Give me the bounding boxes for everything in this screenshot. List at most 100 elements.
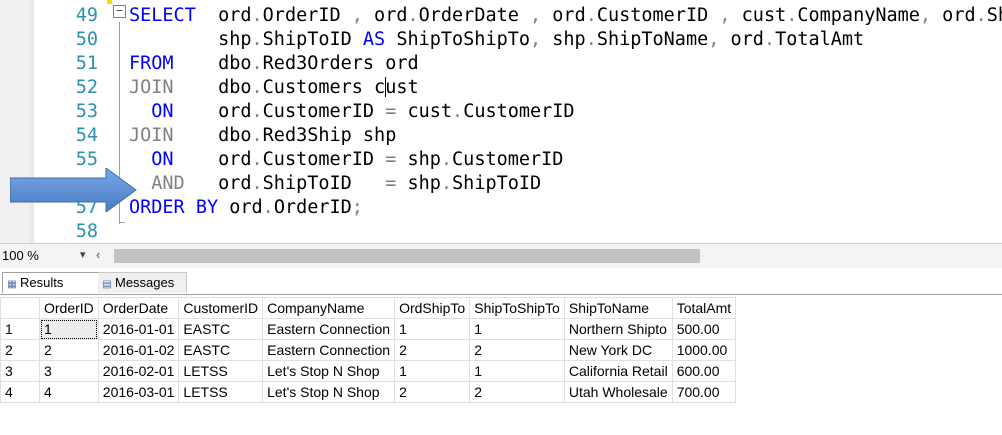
outline-end (119, 222, 125, 223)
table-cell[interactable]: 2 (394, 339, 471, 361)
column-header[interactable]: CustomerID (178, 297, 264, 319)
collapse-icon[interactable]: − (113, 5, 126, 18)
row-number[interactable]: 1 (0, 318, 40, 340)
code-line[interactable]: 55 ON ord.CustomerID = shp.CustomerID (0, 148, 1002, 172)
line-number: 50 (75, 29, 98, 50)
column-header[interactable]: CompanyName (262, 297, 396, 319)
table-cell[interactable]: California Retail (563, 360, 673, 382)
code-text[interactable]: SELECT ord.OrderID , ord.OrderDate , ord… (129, 4, 1002, 28)
table-cell[interactable]: 600.00 (671, 360, 737, 382)
sql-keyword: FROM (129, 53, 174, 74)
change-marker (107, 0, 112, 4)
code-text[interactable]: JOIN dbo.Red3Ship shp (129, 124, 396, 148)
code-text[interactable]: shp.ShipToID AS ShipToShipTo, shp.ShipTo… (129, 28, 864, 52)
sql-token: cust (396, 101, 453, 122)
sql-token: . (440, 173, 453, 194)
table-cell[interactable]: LETSS (178, 381, 264, 403)
table-cell[interactable]: 700.00 (671, 381, 737, 403)
code-line[interactable]: 53 ON ord.CustomerID = cust.CustomerID (0, 100, 1002, 124)
sql-token: TotalAmt (775, 29, 865, 50)
table-cell[interactable]: Eastern Connection (262, 318, 396, 340)
column-header[interactable]: OrderID (39, 297, 99, 319)
table-cell[interactable]: Let's Stop N Shop (262, 381, 396, 403)
table-cell[interactable]: 1 (394, 360, 471, 382)
tab-results[interactable]: ▦Results (2, 272, 100, 293)
table-cell[interactable]: EASTC (178, 318, 264, 340)
table-cell[interactable]: Northern Shipto (563, 318, 673, 340)
row-number[interactable]: 4 (0, 381, 40, 403)
table-cell[interactable]: 2016-01-01 (97, 318, 180, 340)
table-cell[interactable]: 500.00 (671, 318, 737, 340)
sql-token: CustomerID (596, 5, 720, 26)
sql-token: shp (396, 149, 441, 170)
scroll-left-icon[interactable]: ‹ (96, 247, 101, 262)
code-text[interactable]: ON ord.CustomerID = shp.CustomerID (129, 148, 563, 172)
table-cell[interactable]: EASTC (178, 339, 264, 361)
table-cell[interactable]: Eastern Connection (262, 339, 396, 361)
table-cell[interactable]: 2 (39, 339, 99, 361)
code-text[interactable]: AND ord.ShipToID = shp.ShipToID (129, 172, 541, 196)
zoom-dropdown-icon[interactable]: ▾ (80, 249, 86, 261)
table-cell[interactable]: 2 (469, 339, 565, 361)
table-cell[interactable]: 2016-02-01 (97, 360, 180, 382)
sql-token: shp (541, 29, 586, 50)
row-number[interactable]: 3 (0, 360, 40, 382)
column-header[interactable]: ShipToName (563, 297, 673, 319)
results-tabs: ▦Results ▤Messages (0, 268, 1002, 294)
code-line[interactable]: AND ord.ShipToID = shp.ShipToID (0, 172, 1002, 196)
table-cell[interactable]: 1 (469, 360, 565, 382)
sql-token: ord (931, 5, 976, 26)
table-cell[interactable]: 3 (39, 360, 99, 382)
table-cell[interactable]: Let's Stop N Shop (262, 360, 396, 382)
table-cell[interactable]: 4 (39, 381, 99, 403)
sql-token: CustomerID (262, 149, 386, 170)
code-text[interactable]: JOIN dbo.Customers cust (129, 76, 419, 100)
code-line[interactable]: 58 (0, 220, 1002, 243)
sql-token: ShipToShipTo (385, 29, 530, 50)
sql-token: . (251, 149, 263, 170)
sql-token: . (262, 197, 274, 218)
sql-keyword: ON (129, 101, 174, 122)
row-header-corner[interactable] (0, 297, 40, 319)
code-text[interactable]: ORDER BY ord.OrderID; (129, 196, 363, 220)
tab-messages[interactable]: ▤Messages (98, 272, 187, 293)
row-number[interactable]: 2 (0, 339, 40, 361)
code-text[interactable]: ON ord.CustomerID = cust.CustomerID (129, 100, 574, 124)
table-cell[interactable]: 2016-01-02 (97, 339, 180, 361)
table-cell[interactable]: 2 (469, 381, 565, 403)
zoom-level[interactable]: 100 % (2, 248, 39, 263)
code-line[interactable]: 50 shp.ShipToID AS ShipToShipTo, shp.Shi… (0, 28, 1002, 52)
table-cell[interactable]: 1 (39, 318, 99, 340)
table-cell[interactable]: 1 (394, 318, 471, 340)
table-cell[interactable]: 1000.00 (671, 339, 737, 361)
column-header[interactable]: OrderDate (97, 297, 180, 319)
sql-keyword: SELECT (129, 5, 196, 26)
table-cell[interactable]: 2016-03-01 (97, 381, 180, 403)
column-header[interactable]: TotalAmt (671, 297, 737, 319)
table-cell[interactable]: Utah Wholesale (563, 381, 673, 403)
sql-token: . (763, 29, 776, 50)
table-cell[interactable]: New York DC (563, 339, 673, 361)
table-cell[interactable]: 2 (394, 381, 471, 403)
table-cell[interactable]: 1 (469, 318, 565, 340)
sql-token: . (786, 5, 798, 26)
column-header[interactable]: ShipToShipTo (469, 297, 565, 319)
sql-token: , (351, 5, 363, 26)
column-header[interactable]: OrdShipTo (394, 297, 471, 319)
sql-token: ord (173, 149, 252, 170)
code-text[interactable]: FROM dbo.Red3Orders ord (129, 52, 419, 76)
table-cell[interactable]: LETSS (178, 360, 264, 382)
horizontal-scrollbar[interactable] (114, 249, 700, 263)
